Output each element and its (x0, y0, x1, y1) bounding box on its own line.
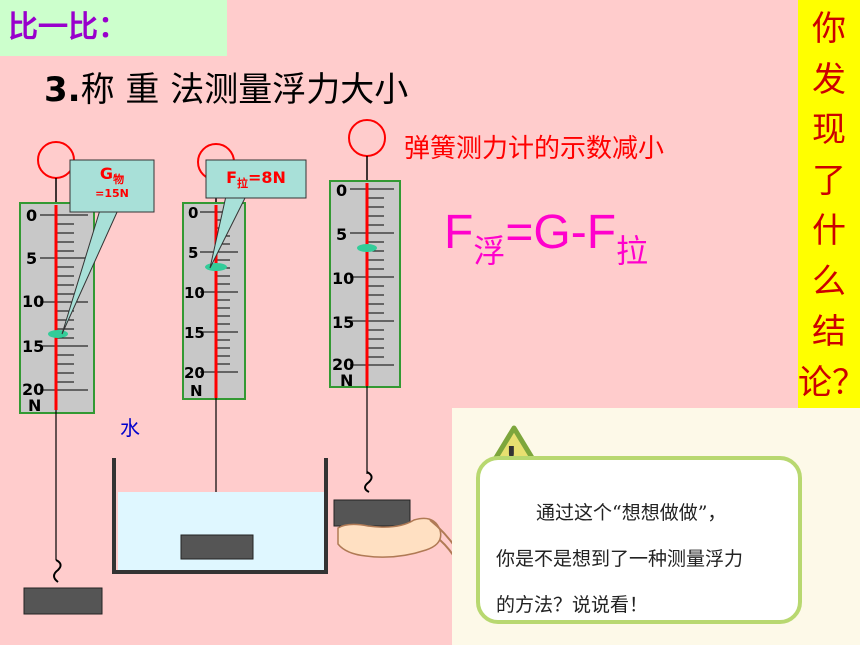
scale-3-tick: 5 (336, 225, 347, 244)
question-char: 么 (812, 261, 846, 302)
title-text: 称 重 法测量浮力大小 (80, 70, 409, 110)
tooltip-1-value: =15N (95, 187, 129, 201)
question-char: 发 (812, 59, 846, 100)
formula-sub-pull: 拉 (616, 233, 649, 269)
formula-f: F (444, 206, 474, 259)
callout-box (476, 456, 802, 624)
scale-2-tick: 0 (188, 204, 198, 222)
scale-2-tick: 15 (184, 324, 205, 342)
water-beaker (112, 458, 328, 574)
title-number: 3. (44, 70, 81, 110)
scale-1-unit: N (28, 396, 41, 415)
scale-3-tick: 20 (332, 355, 354, 374)
weight-block-1 (23, 587, 103, 615)
scale-2-tick: 10 (184, 284, 205, 302)
scale-1-tick: 20 (22, 380, 44, 399)
scale-1-hook-icon (53, 559, 62, 583)
scale-2-tick: 5 (188, 244, 198, 262)
tooltip-2-box (205, 159, 307, 199)
scale-3-unit: N (340, 371, 353, 390)
scale-1-tick: 0 (26, 206, 37, 225)
question-char: 你 (812, 9, 846, 50)
scale-3-body (329, 180, 401, 388)
spring-scale-2 (182, 143, 246, 529)
weight-block-2 (180, 534, 254, 560)
scale-1-tick: 10 (22, 292, 44, 311)
scale-3-tick: 0 (336, 181, 347, 200)
callout-line-3: 的方法？说说看！ (496, 594, 649, 616)
question-char: 了 (812, 160, 846, 201)
formula-sub-buoyant: 浮 (473, 233, 506, 269)
question-char: 结 (812, 312, 846, 353)
scale-2-unit: N (190, 382, 203, 400)
tooltip-2-text: F拉=8N (206, 168, 306, 191)
callout-text: 通过这个“想想做做”， 你是不是想到了一种测量浮力 的方法？说说看！ (496, 490, 796, 628)
callout-line-2: 你是不是想到了一种测量浮力 (496, 548, 744, 570)
scale-3-tick: 15 (332, 313, 354, 332)
tooltip-1-text: G物 =15N (70, 164, 154, 200)
formula-middle: =G-F (505, 206, 617, 259)
section-badge: 比一比： (0, 0, 227, 56)
scale-2-body (182, 202, 246, 400)
tooltip-2-value: =8N (248, 168, 286, 187)
scale-1-tick: 5 (26, 249, 37, 268)
tooltip-2-sub: 拉 (237, 177, 248, 191)
question-char: 论？ (798, 362, 860, 403)
question-char: 什 (812, 211, 846, 252)
observation-text: 弹簧测力计的示数减小 (404, 134, 665, 164)
water-label: 水 (120, 416, 140, 440)
scale-3-hook-icon (364, 471, 373, 493)
scale-1-tick: 15 (22, 337, 44, 356)
tooltip-1-main: G (99, 164, 114, 183)
tooltip-2-main: F (226, 168, 237, 187)
tooltip-1-sub: 物 (113, 173, 125, 187)
buoyancy-formula: F浮=G-F拉 (444, 205, 648, 272)
question-char: 现 (812, 110, 846, 151)
scale-3-pointer (357, 244, 377, 252)
question-banner: 你 发 现 了 什 么 结 论？ (798, 0, 860, 412)
slide-title: 3.称 重 法测量浮力大小 (44, 62, 408, 111)
callout-line-1: 通过这个“想想做做”， (536, 502, 727, 524)
tooltip-1-box (69, 159, 155, 213)
scale-3-tick: 10 (332, 269, 354, 288)
scale-2-tick: 20 (184, 364, 205, 382)
spring-scale-3 (329, 119, 411, 527)
weight-block-3 (333, 499, 411, 527)
